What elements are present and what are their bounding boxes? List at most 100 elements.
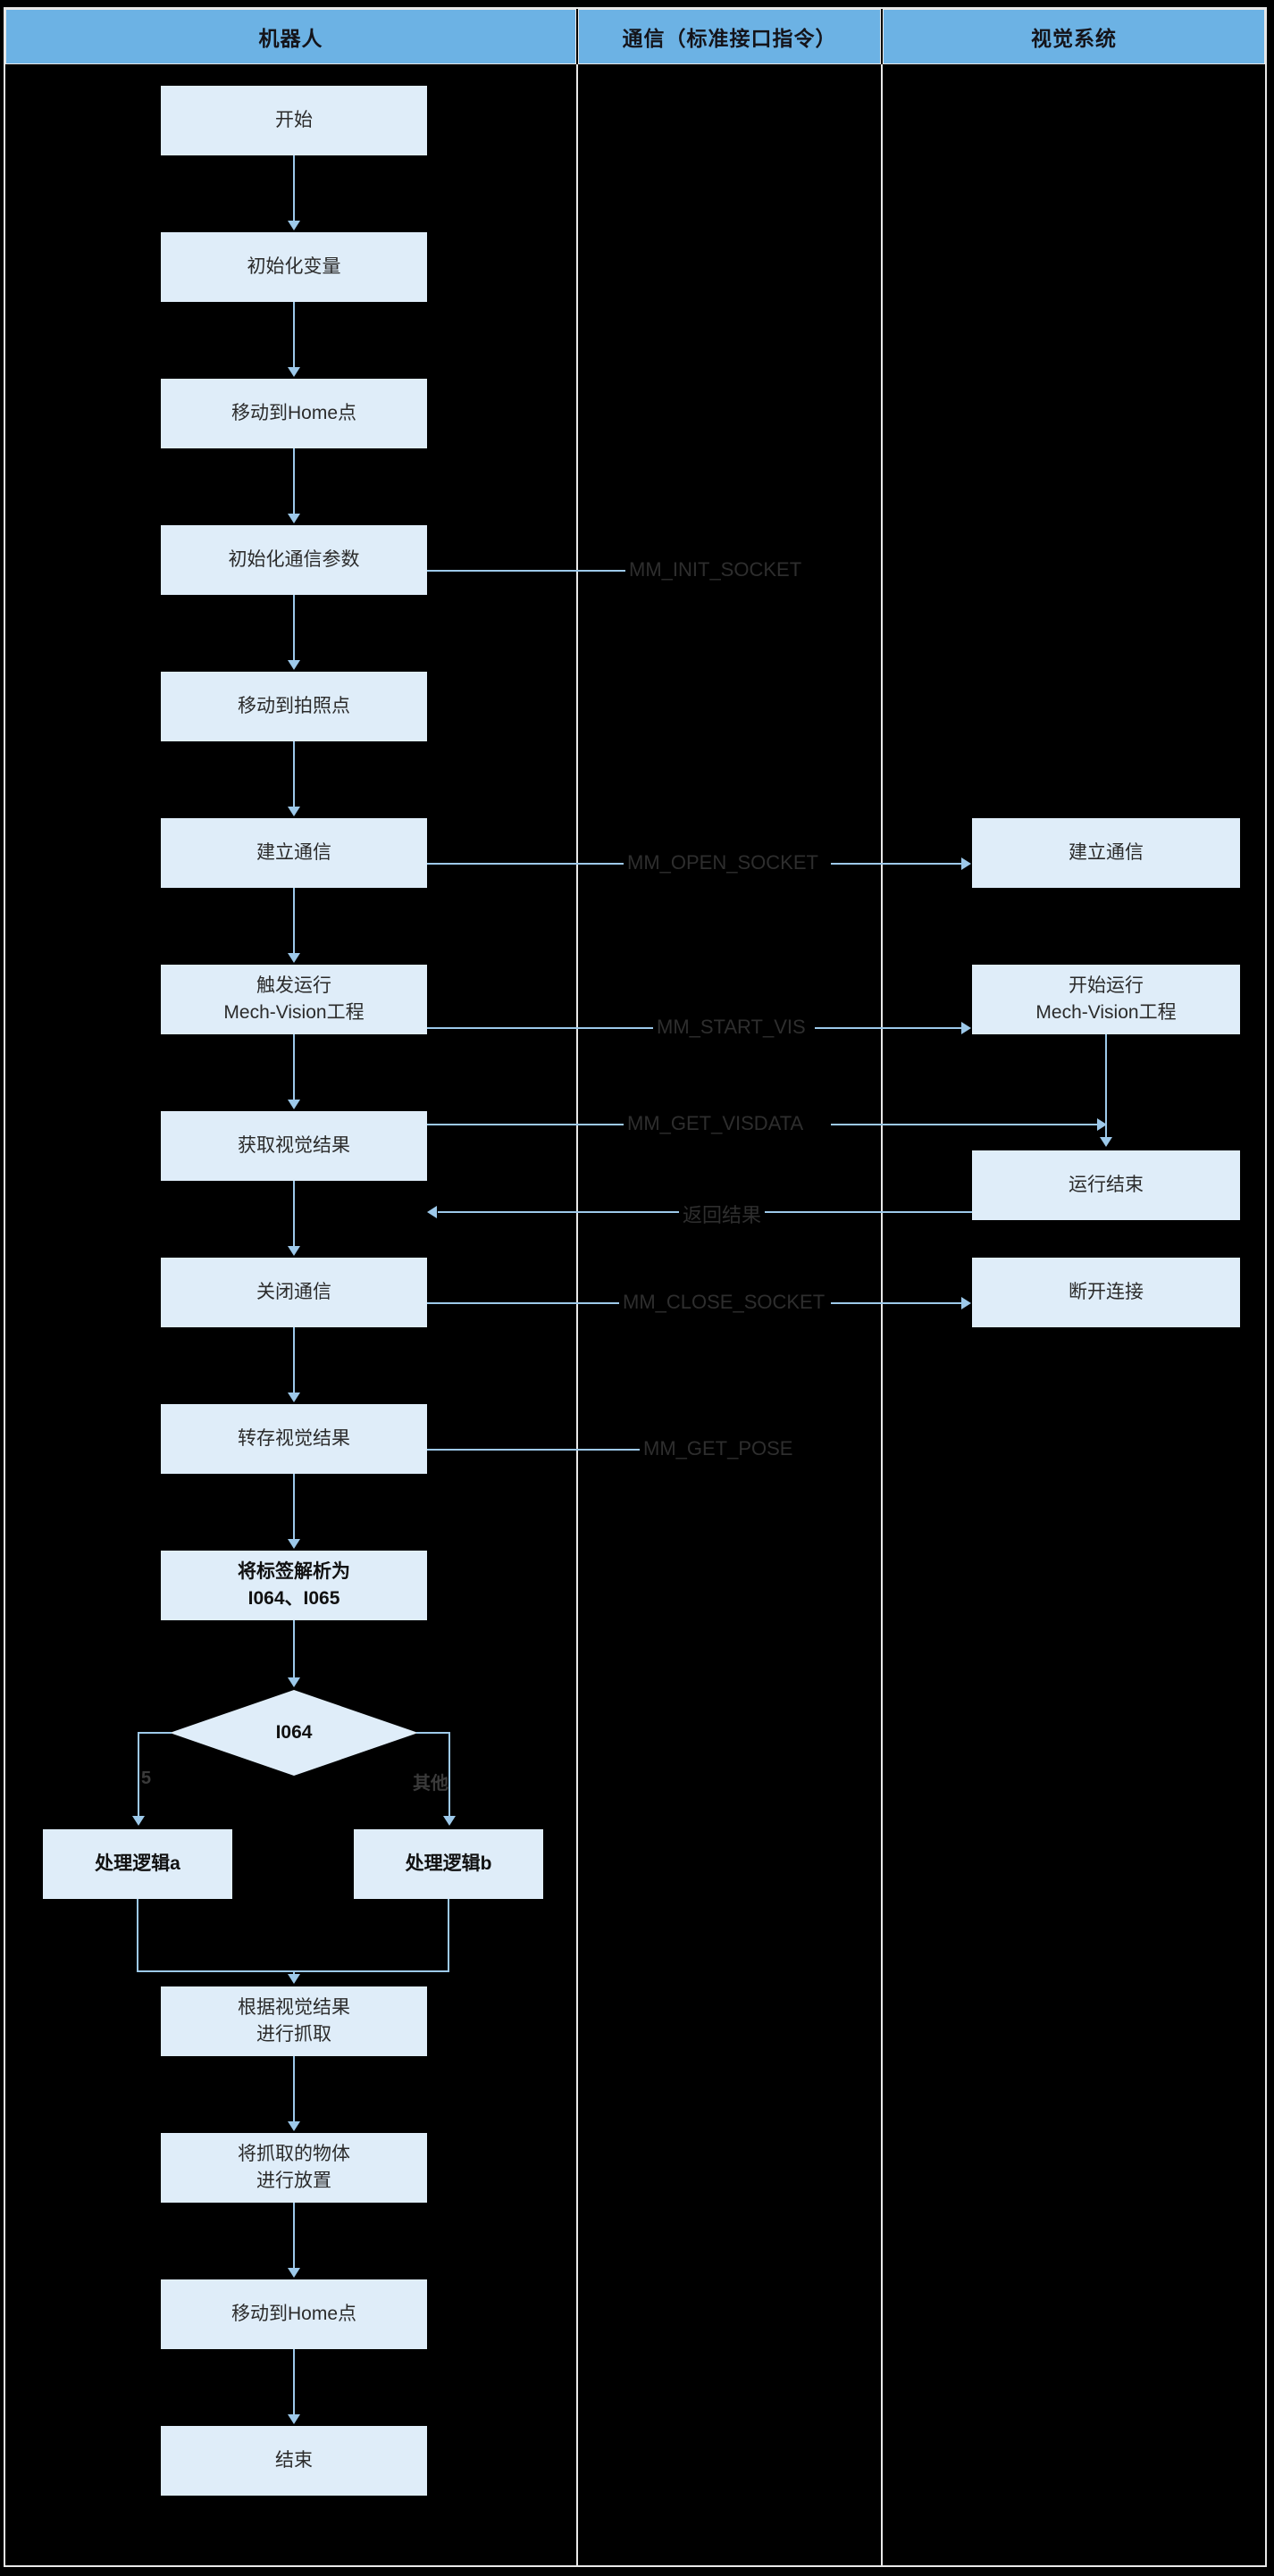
node-trigger-vision-project[interactable]: 触发运行 Mech-Vision工程 — [161, 965, 427, 1034]
connector-closecomm-to-save — [293, 1327, 295, 1394]
command-mm-open-socket: MM_OPEN_SOCKET — [624, 851, 822, 874]
decision-i064[interactable]: I064 — [170, 1690, 418, 1776]
decision-i064-label: I064 — [275, 1722, 313, 1743]
node-init-variables[interactable]: 初始化变量 — [161, 232, 427, 302]
arrowhead-return-result — [427, 1206, 437, 1218]
node-init-comm-params[interactable]: 初始化通信参数 — [161, 525, 427, 595]
branch-label-left: 5 — [141, 1769, 152, 1788]
node-parse-label-line-0: 将标签解析为 — [238, 1560, 350, 1582]
node-logic-a-line-0: 处理逻辑a — [95, 1853, 180, 1874]
node-end[interactable]: 结束 — [161, 2426, 427, 2496]
node-get-vision-result[interactable]: 获取视觉结果 — [161, 1111, 427, 1181]
node-vision-start-project-line-0: 开始运行 — [1069, 974, 1144, 996]
swimlane-frame — [4, 7, 1267, 2567]
node-trigger-vision-project-line-1: Mech-Vision工程 — [223, 1002, 365, 1023]
connector-mm-close-socket-left — [427, 1302, 621, 1304]
node-start[interactable]: 开始 — [161, 86, 427, 155]
branch-label-right: 其他 — [413, 1774, 448, 1794]
arrowhead-init-to-home1 — [288, 367, 300, 377]
connector-capture-to-opencomm — [293, 741, 295, 808]
arrowhead-parse-to-decision — [288, 1677, 300, 1687]
arrowhead-closecomm-to-save — [288, 1393, 300, 1402]
node-end-line-0: 结束 — [275, 2449, 313, 2471]
arrowhead-mm-open-socket — [961, 857, 971, 870]
arrowhead-save-to-parse — [288, 1539, 300, 1549]
node-move-capture-point[interactable]: 移动到拍照点 — [161, 672, 427, 741]
lane-header-robot-label: 机器人 — [258, 27, 323, 50]
node-move-capture-point-line-0: 移动到拍照点 — [238, 695, 350, 716]
arrowhead-decision-right — [443, 1816, 456, 1826]
connector-parse-to-decision — [293, 1620, 295, 1679]
node-move-home-2[interactable]: 移动到Home点 — [161, 2279, 427, 2349]
arrowhead-merge-to-pick — [288, 1974, 300, 1984]
connector-home2-to-end — [293, 2349, 295, 2416]
node-open-communication[interactable]: 建立通信 — [161, 818, 427, 888]
connector-start-to-init — [293, 155, 295, 222]
node-vision-open-communication-line-0: 建立通信 — [1069, 841, 1144, 863]
connector-mm-open-socket-left — [427, 863, 625, 865]
lane-header-vision: 视觉系统 — [883, 9, 1265, 64]
lane-header-robot: 机器人 — [5, 9, 576, 64]
node-vision-start-project[interactable]: 开始运行 Mech-Vision工程 — [972, 965, 1240, 1034]
arrowhead-home1-to-param — [288, 514, 300, 523]
connector-mm-start-vis-left — [427, 1027, 654, 1029]
node-vision-open-communication[interactable]: 建立通信 — [972, 818, 1240, 888]
node-close-communication[interactable]: 关闭通信 — [161, 1258, 427, 1327]
command-return-result: 返回结果 — [679, 1200, 766, 1228]
lane-header-communication: 通信（标准接口指令） — [578, 9, 881, 64]
connector-mm-start-vis-right — [815, 1027, 963, 1029]
node-parse-label-line-1: I064、I065 — [247, 1588, 340, 1609]
arrowhead-capture-to-opencomm — [288, 807, 300, 816]
lane-divider-2 — [881, 64, 883, 2565]
connector-logicb-down — [448, 1899, 449, 1972]
node-get-vision-result-line-0: 获取视觉结果 — [238, 1134, 350, 1156]
node-logic-b[interactable]: 处理逻辑b — [354, 1829, 543, 1899]
node-start-line-0: 开始 — [275, 109, 313, 130]
node-move-home-1-line-0: 移动到Home点 — [230, 402, 357, 423]
connector-mm-get-visdata-left — [427, 1124, 625, 1125]
command-mm-get-pose: MM_GET_POSE — [640, 1437, 797, 1460]
arrowhead-getresult-to-closecomm — [288, 1246, 300, 1256]
node-logic-a[interactable]: 处理逻辑a — [43, 1829, 232, 1899]
command-mm-start-vis: MM_START_VIS — [653, 1016, 809, 1039]
arrowhead-home2-to-end — [288, 2414, 300, 2424]
connector-opencomm-to-trigger — [293, 888, 295, 955]
node-close-communication-line-0: 关闭通信 — [256, 1281, 331, 1302]
arrowhead-mm-get-visdata — [1097, 1118, 1107, 1131]
connector-mm-get-pose — [427, 1449, 641, 1451]
node-open-communication-line-0: 建立通信 — [256, 841, 331, 863]
node-pick-by-vision-line-1: 进行抓取 — [256, 2024, 331, 2045]
connector-pick-to-place — [293, 2056, 295, 2123]
node-init-variables-line-0: 初始化变量 — [247, 255, 341, 277]
connector-decision-right-v — [448, 1732, 450, 1818]
node-pick-by-vision[interactable]: 根据视觉结果 进行抓取 — [161, 1986, 427, 2056]
connector-trigger-to-getresult — [293, 1034, 295, 1101]
connector-logica-down — [137, 1899, 138, 1972]
arrowhead-mm-close-socket — [961, 1297, 971, 1309]
node-pick-by-vision-line-0: 根据视觉结果 — [238, 1996, 350, 2018]
connector-place-to-home2 — [293, 2203, 295, 2270]
connector-merge-down — [293, 1970, 295, 1975]
connector-decision-right-h — [416, 1732, 450, 1734]
connector-getresult-to-closecomm — [293, 1181, 295, 1248]
arrowhead-start-to-init — [288, 221, 300, 230]
arrowhead-opencomm-to-trigger — [288, 953, 300, 963]
connector-mm-close-socket-right — [831, 1302, 963, 1304]
connector-mm-get-visdata-right — [831, 1124, 1099, 1125]
node-parse-label[interactable]: 将标签解析为 I064、I065 — [161, 1551, 427, 1620]
node-move-home-1[interactable]: 移动到Home点 — [161, 379, 427, 448]
node-save-vision-result[interactable]: 转存视觉结果 — [161, 1404, 427, 1474]
connector-mm-init-socket — [427, 570, 625, 572]
arrowhead-decision-left — [132, 1816, 145, 1826]
connector-decision-left-v — [138, 1732, 139, 1818]
node-place-object[interactable]: 将抓取的物体 进行放置 — [161, 2133, 427, 2203]
node-vision-disconnect[interactable]: 断开连接 — [972, 1258, 1240, 1327]
node-place-object-line-0: 将抓取的物体 — [238, 2143, 350, 2164]
command-mm-init-socket: MM_INIT_SOCKET — [625, 558, 806, 581]
arrowhead-pick-to-place — [288, 2121, 300, 2131]
node-init-comm-params-line-0: 初始化通信参数 — [228, 548, 360, 570]
node-vision-run-finished[interactable]: 运行结束 — [972, 1150, 1240, 1220]
node-logic-b-line-0: 处理逻辑b — [405, 1853, 492, 1874]
connector-decision-left-h — [138, 1732, 172, 1734]
arrowhead-vision-project-to-finished — [1100, 1137, 1112, 1147]
